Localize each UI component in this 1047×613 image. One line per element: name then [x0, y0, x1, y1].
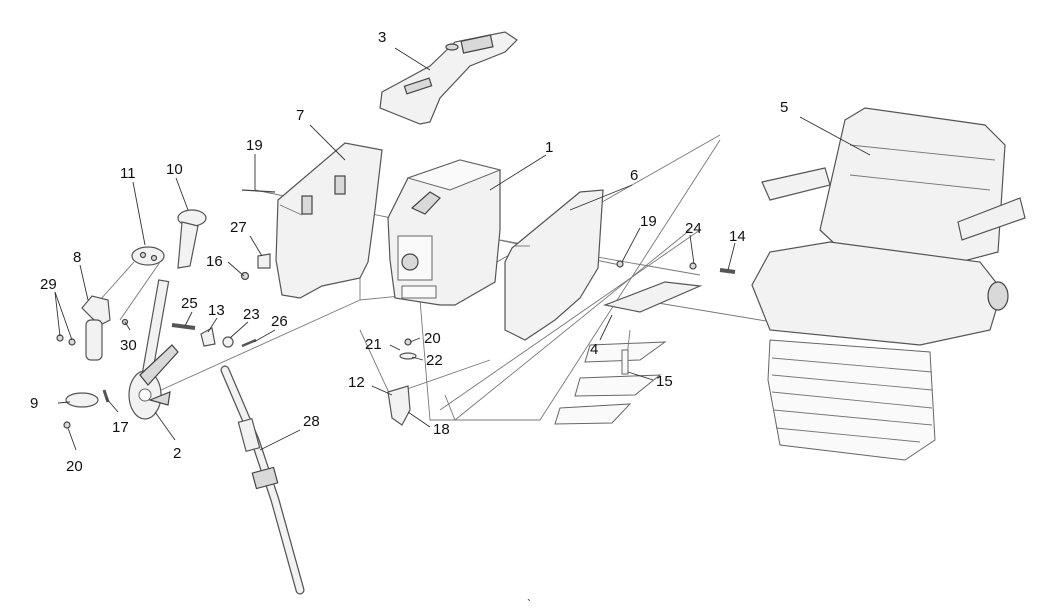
part-left-side-cover [275, 142, 383, 299]
part-operator-seat [751, 107, 1026, 461]
callout-19b-visible: 19 [640, 213, 657, 230]
callout-21: 20 [424, 330, 441, 347]
callout-31: 30 [120, 337, 137, 354]
callout-23: 22 [426, 352, 443, 369]
callout-2: 2 [173, 445, 181, 462]
callout-26: 25 [181, 295, 198, 312]
footer-mark: ` [527, 597, 531, 611]
leader-lines [54, 47, 871, 451]
callout-14: 14 [729, 228, 746, 245]
callout-11: 11 [120, 165, 136, 182]
callout-16: 16 [206, 253, 223, 270]
callout-15: 15 [656, 373, 673, 390]
callout-22: 21 [365, 336, 382, 353]
callout-3: 3 [378, 29, 386, 46]
callout-10: 10 [166, 161, 183, 178]
part-hardware-fasteners [56, 189, 736, 429]
callout-18: 18 [433, 421, 450, 438]
part-cover-flange [99, 246, 165, 321]
callout-25: 24 [685, 220, 702, 237]
callout-6: 6 [630, 167, 638, 184]
part-shift-mechanism [128, 279, 179, 420]
callout-29: 28 [303, 413, 320, 430]
callout-17: 17 [112, 419, 129, 436]
callout-19a: 19 [246, 137, 263, 154]
part-lever-handle [81, 295, 111, 361]
callout-30: 29 [40, 276, 57, 293]
callout-13: 13 [208, 302, 225, 319]
part-control-cable [220, 365, 305, 595]
callout-8: 8 [73, 249, 81, 266]
part-lever-base-cap [65, 392, 99, 408]
part-console-frame [387, 159, 502, 306]
callout-27: 26 [271, 313, 288, 330]
callout-labels: 3 7 5 1 6 19 10 11 27 16 8 29 30 9 17 20… [30, 29, 788, 611]
callout-12: 12 [348, 374, 365, 391]
callout-24: 23 [243, 306, 260, 323]
callout-20: 20 [66, 458, 83, 475]
callout-28: 27 [230, 219, 247, 236]
callout-4: 4 [590, 341, 598, 358]
callout-5: 5 [780, 99, 788, 116]
part-right-side-cover [504, 189, 604, 341]
part-joystick-grip [177, 209, 207, 269]
callout-1: 1 [545, 139, 553, 156]
callout-9: 9 [30, 395, 38, 412]
part-console-top-panel [379, 31, 518, 125]
callout-7: 7 [296, 107, 304, 124]
